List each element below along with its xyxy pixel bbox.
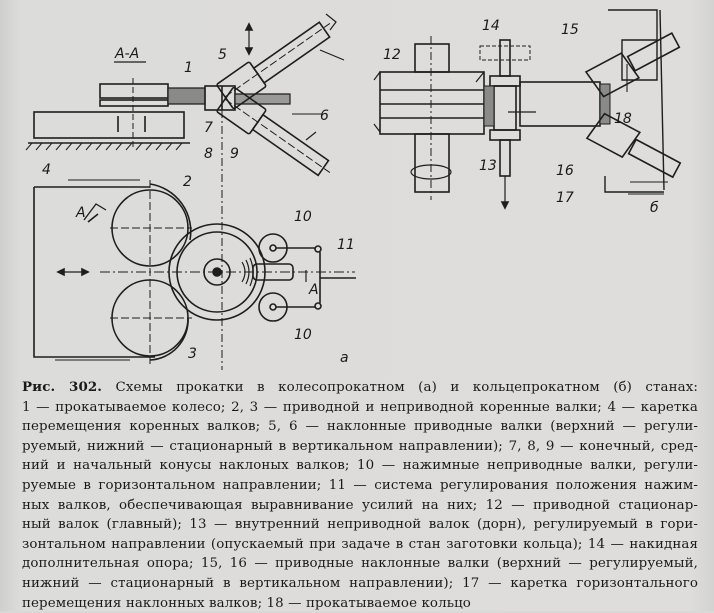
section-a-a — [25, 13, 345, 370]
svg-text:3: 3 — [188, 346, 197, 362]
caption-line-9: зонтальном направлении (опускаемый при з… — [22, 536, 698, 552]
svg-text:12: 12 — [383, 47, 401, 63]
caption-line-5: ний и начальный конусы наклоных валков; … — [22, 458, 698, 474]
svg-text:14: 14 — [482, 18, 500, 34]
svg-text:2: 2 — [183, 174, 192, 190]
svg-text:17: 17 — [556, 190, 574, 206]
caption-line-7: ных валков, обеспечивающая выравнивание … — [22, 497, 698, 513]
svg-text:1: 1 — [184, 60, 193, 76]
svg-text:11: 11 — [337, 237, 355, 253]
caption-line-10: дополнительная опора; 15, 16 — приводные… — [22, 556, 698, 572]
caption-line-6: руемые в горизонтальном направлении; 11 … — [22, 477, 698, 493]
figure-labels: A-A 1 5 6 7 8 9 4 2 A 3 10 10 11 A а 12 … — [42, 18, 659, 366]
svg-text:а: а — [340, 350, 349, 366]
caption-line-8: ный валок (главный); 13 — внутренний неп… — [22, 517, 698, 533]
svg-text:A-A: A-A — [114, 46, 139, 62]
svg-text:10: 10 — [294, 209, 312, 225]
svg-text:б: б — [650, 200, 659, 216]
caption-line-11: нижний — стационарный в вертикальном нап… — [22, 575, 698, 591]
svg-text:18: 18 — [614, 111, 632, 127]
figure-caption: Рис. 302. Схемы прокатки в колесопрокатн… — [22, 378, 698, 613]
svg-text:16: 16 — [556, 163, 574, 179]
svg-text:7: 7 — [204, 120, 213, 136]
svg-text:8: 8 — [204, 146, 213, 162]
caption-line-12: перемещения наклонных валков; 18 — прока… — [22, 595, 471, 611]
svg-text:6: 6 — [320, 108, 329, 124]
caption-line-4: руемый, нижний — стационарный в вертикал… — [22, 438, 698, 454]
svg-text:15: 15 — [561, 22, 579, 38]
svg-text:4: 4 — [42, 162, 51, 178]
caption-line-1: Рис. 302. Схемы прокатки в колесопрокатн… — [22, 379, 698, 395]
svg-text:5: 5 — [218, 47, 227, 63]
svg-text:10: 10 — [294, 327, 312, 343]
figure-diagram: A-A 1 5 6 7 8 9 4 2 A 3 10 10 11 A а 12 … — [25, 9, 682, 370]
svg-text:A: A — [75, 205, 86, 221]
svg-text:13: 13 — [479, 158, 497, 174]
ring-mill-b — [373, 9, 682, 210]
caption-line-2: 1 — прокатываемое колесо; 2, 3 — приводн… — [22, 399, 698, 415]
svg-text:9: 9 — [230, 146, 239, 162]
figure-number: Рис. 302. — [22, 379, 103, 395]
svg-text:A: A — [308, 282, 319, 298]
plan-view-a — [33, 179, 356, 365]
caption-line-3: перемещения коренных валков; 5, 6 — накл… — [22, 419, 698, 435]
